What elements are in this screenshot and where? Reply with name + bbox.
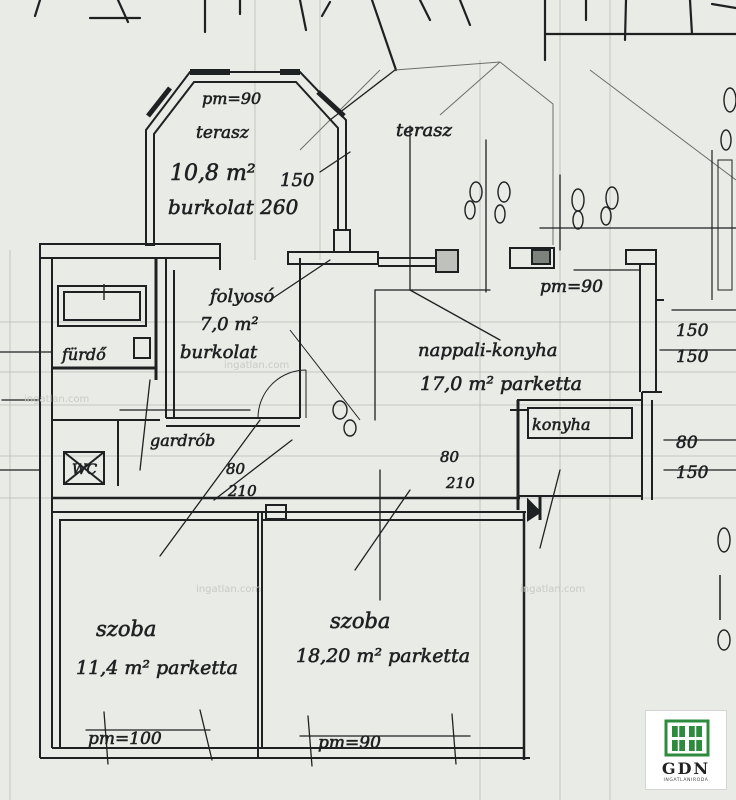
room-top-area-label: 10,8 m² [170, 161, 256, 186]
living-room-label: nappali-konyha [418, 340, 558, 361]
right-dim-label-1: 150 [676, 321, 709, 341]
room-labels: pm=90 terasz 10,8 m² 150 burkolat 260 te… [61, 89, 709, 754]
hall-label: folyosó [208, 286, 274, 307]
door-height-label-right: 210 [445, 474, 475, 492]
bedroom-1-area-label: 11,4 m² parketta [76, 657, 238, 679]
bathtub-marks [96, 284, 112, 300]
watermark: ingatlan.com [24, 394, 89, 405]
agency-logo-tagline: INGATLANIRODA [663, 778, 709, 783]
bedroom-1-label: szoba [96, 617, 156, 641]
dimension-strokes [0, 69, 736, 767]
bedroom-1-pm-label: pm=100 [88, 729, 162, 749]
right-pm-label: pm=90 [540, 277, 603, 297]
hall-area-label: 7,0 m² [200, 314, 259, 335]
wc-label: WC [72, 462, 97, 478]
watermark: ingatlan.com [520, 584, 585, 595]
terrace-top-pm-label: pm=90 [202, 89, 261, 108]
bathroom-label: fürdő [61, 345, 107, 364]
right-dim-label-2: 150 [676, 347, 709, 367]
terrace-top-name-label: terasz [196, 123, 250, 143]
walls [39, 69, 733, 760]
bedroom-2-area-label: 18,20 m² parketta [296, 645, 470, 667]
watermark: ingatlan.com [224, 360, 289, 371]
room-top-floor-label: burkolat 260 [168, 195, 299, 219]
bedroom-2-pm-label: pm=90 [318, 733, 381, 753]
living-room-area-label: 17,0 m² parketta [420, 373, 582, 395]
hall-floor-label: burkolat [180, 342, 258, 363]
building-icon [664, 719, 710, 757]
top-border-ticks [33, 0, 736, 72]
roof-outline [299, 61, 736, 245]
wardrobe-label: gardrób [150, 431, 215, 450]
bedroom-2-label: szoba [330, 609, 390, 633]
door-width-label: 80 [226, 460, 246, 478]
agency-logo-name: GDN [661, 759, 711, 778]
terrace-right-label: terasz [396, 120, 452, 141]
right-dim-label-4: 150 [676, 463, 709, 483]
right-dim-label-3: 80 [676, 433, 698, 453]
watermark: ingatlan.com [196, 584, 261, 595]
room-top-number-label: 150 [280, 170, 314, 191]
door-width-label-right: 80 [440, 448, 460, 466]
kitchen-label: konyha [532, 415, 591, 434]
agency-logo: GDN INGATLANIRODA [645, 710, 727, 790]
chair-sketches [332, 87, 736, 651]
door-height-label: 210 [227, 482, 257, 500]
